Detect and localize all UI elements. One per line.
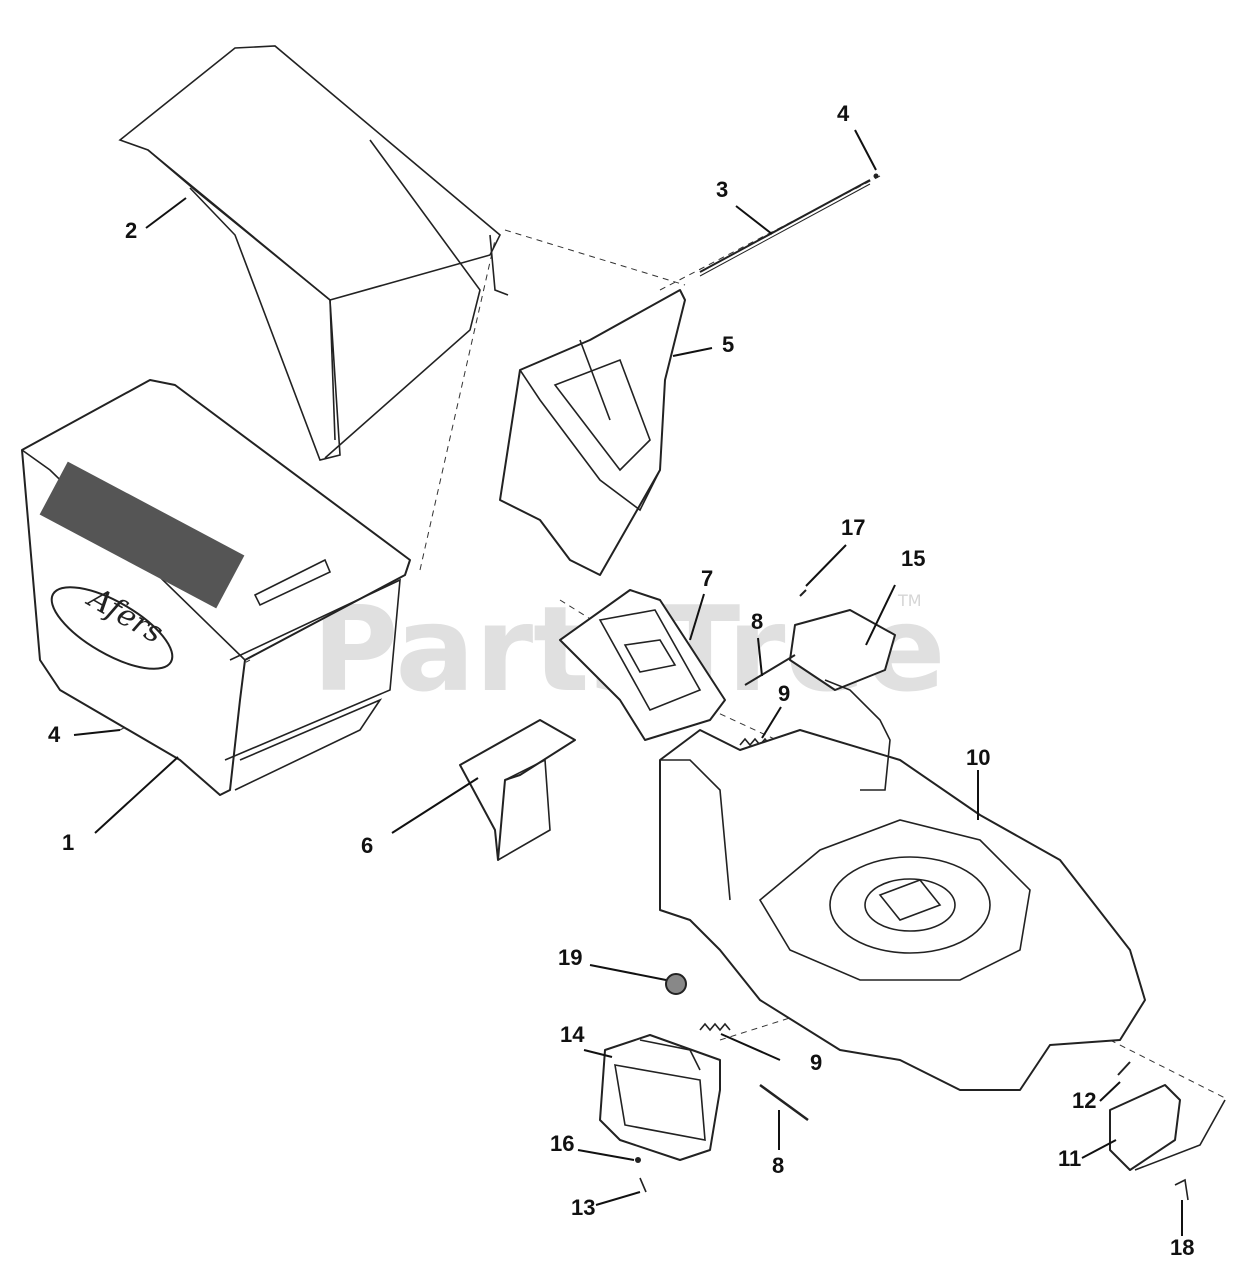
- part-16-pin[interactable]: [635, 1157, 641, 1163]
- part-8-rod-upper[interactable]: [744, 654, 796, 686]
- part-9-spring-upper[interactable]: [739, 737, 771, 747]
- callout-8-lower: 8: [772, 1153, 784, 1178]
- part-15-label[interactable]: [789, 609, 896, 691]
- callout-19: 19: [558, 945, 582, 970]
- callout-4-top: 4: [837, 101, 850, 126]
- leader-lines: [73, 129, 1183, 1236]
- callout-1: 1: [62, 830, 74, 855]
- callout-13: 13: [571, 1195, 595, 1220]
- part-5-chute[interactable]: [499, 289, 686, 576]
- part-7-deflector[interactable]: [559, 589, 726, 741]
- part-9-spring-lower[interactable]: [699, 1022, 731, 1032]
- callout-5: 5: [722, 332, 734, 357]
- part-14-rear-guard[interactable]: [599, 1034, 721, 1161]
- part-18-screw[interactable]: [1174, 1178, 1189, 1201]
- callout-18: 18: [1170, 1235, 1194, 1260]
- part-19-nut[interactable]: [665, 973, 687, 995]
- callout-11: 11: [1058, 1146, 1081, 1171]
- part-10-deck[interactable]: [659, 679, 1146, 1091]
- callout-15: 15: [901, 546, 925, 571]
- callout-7: 7: [701, 566, 713, 591]
- callout-4-left: 4: [48, 722, 61, 747]
- part-13-clip[interactable]: [639, 1177, 647, 1193]
- part-2-bag-frame[interactable]: [118, 45, 509, 461]
- callout-9-upper: 9: [778, 681, 790, 706]
- callout-labels: 1 2 3 4 4 5 6 7 8 8 9 9 10 11 12 13 14 1…: [48, 101, 1194, 1260]
- callout-3: 3: [716, 177, 728, 202]
- callout-6: 6: [361, 833, 373, 858]
- part-8-rod-lower[interactable]: [759, 1083, 809, 1122]
- callout-17: 17: [841, 515, 865, 540]
- part-1-grass-bag[interactable]: Afers: [21, 379, 411, 796]
- callout-14: 14: [560, 1022, 585, 1047]
- callout-2: 2: [125, 218, 137, 243]
- part-12-screw[interactable]: [1117, 1061, 1131, 1076]
- callout-16: 16: [550, 1131, 574, 1156]
- part-3-rod[interactable]: [699, 179, 871, 277]
- part-4-pin-top[interactable]: [873, 173, 879, 179]
- watermark-tm: TM: [897, 591, 922, 610]
- callout-12: 12: [1072, 1088, 1096, 1113]
- callout-10: 10: [966, 745, 990, 770]
- callout-8-upper: 8: [751, 609, 763, 634]
- part-6-plate[interactable]: [459, 719, 576, 861]
- part-17-screw[interactable]: [799, 589, 807, 597]
- part-11-bracket[interactable]: [1109, 1084, 1226, 1171]
- callout-9-lower: 9: [810, 1050, 822, 1075]
